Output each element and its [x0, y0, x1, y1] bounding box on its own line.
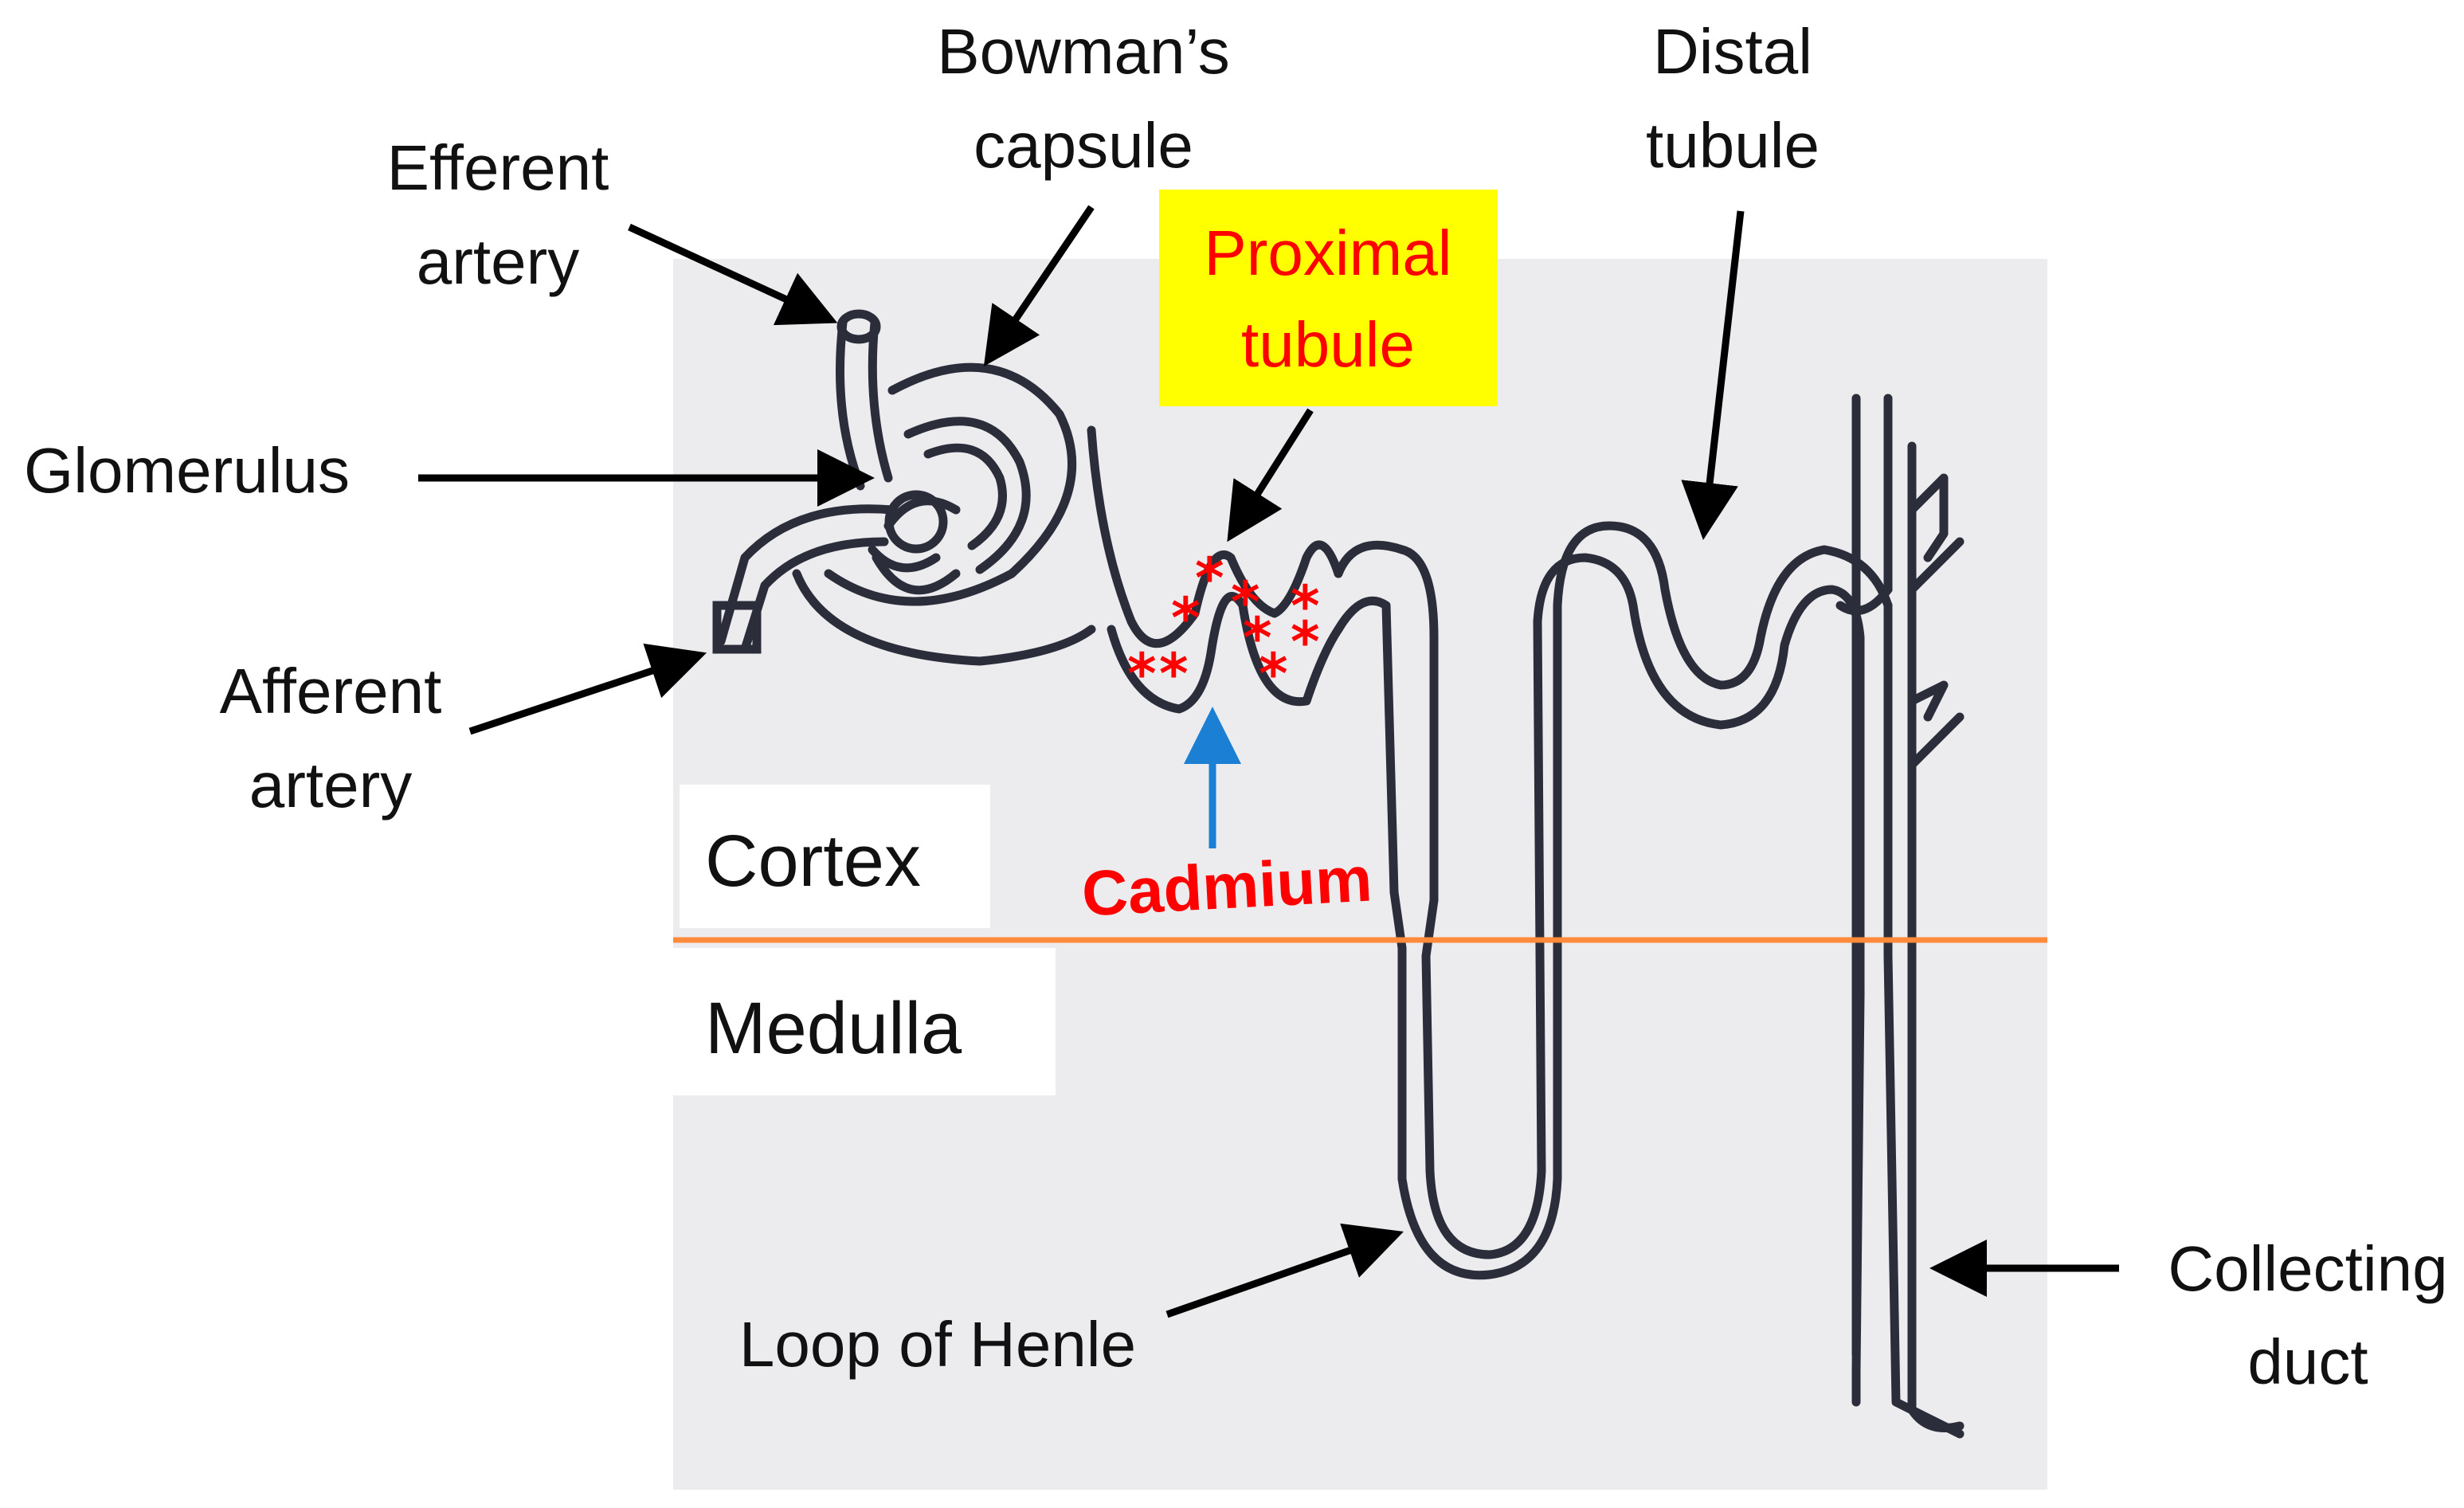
cadmium-marker: *	[1259, 641, 1288, 707]
cortex-label: Cortex	[705, 821, 921, 902]
collecting-duct-label-line2: duct	[2247, 1326, 2368, 1397]
glomerulus-label: Glomerulus	[24, 435, 350, 506]
collecting-duct-label-line1: Collecting	[2168, 1233, 2447, 1304]
cadmium-marker: *	[1231, 570, 1260, 635]
proximal-tubule-arrow	[1227, 408, 1314, 542]
medulla-label: Medulla	[705, 988, 962, 1069]
efferent-artery-label-line2: artery	[417, 226, 580, 297]
cadmium-marker: *	[1291, 574, 1320, 639]
nephron-tubule-drawing	[712, 309, 1965, 1439]
bowmans-capsule-label-line1: Bowman’s	[937, 16, 1230, 87]
cadmium-markers: * * * * * * * * *	[1127, 546, 1320, 707]
cadmium-marker: *	[1291, 609, 1320, 675]
proximal-tubule-highlight-box	[1159, 190, 1498, 406]
distal-tubule-label-line1: Distal	[1653, 16, 1812, 87]
proximal-tubule-label-line2: tubule	[1241, 309, 1415, 380]
bowmans-capsule-label-line2: capsule	[973, 110, 1193, 181]
loop-of-henle-arrow	[1165, 1223, 1404, 1318]
cadmium-marker: *	[1171, 586, 1201, 651]
afferent-artery-arrow	[468, 643, 707, 735]
efferent-artery-label-line1: Efferent	[387, 132, 609, 203]
proximal-tubule-label-line1: Proximal	[1204, 217, 1451, 288]
medulla-label-box	[673, 948, 1056, 1095]
loop-of-henle-label: Loop of Henle	[739, 1309, 1136, 1380]
label-arrows	[418, 205, 2119, 1318]
efferent-artery-arrow	[628, 223, 838, 326]
afferent-artery-label-line1: Afferent	[220, 656, 442, 727]
bowmans-capsule-arrow	[983, 205, 1095, 366]
cadmium-marker: *	[1243, 605, 1272, 671]
cortex-label-box	[680, 785, 990, 928]
afferent-artery-label-line2: artery	[249, 750, 413, 821]
distal-tubule-label-line2: tubule	[1646, 110, 1820, 181]
cadmium-marker: *	[1195, 546, 1224, 611]
cadmium-marker: *	[1127, 641, 1157, 707]
cadmium-label: Cadmium	[1080, 844, 1374, 930]
cadmium-marker: *	[1159, 641, 1189, 707]
distal-tubule-arrow	[1681, 210, 1745, 540]
